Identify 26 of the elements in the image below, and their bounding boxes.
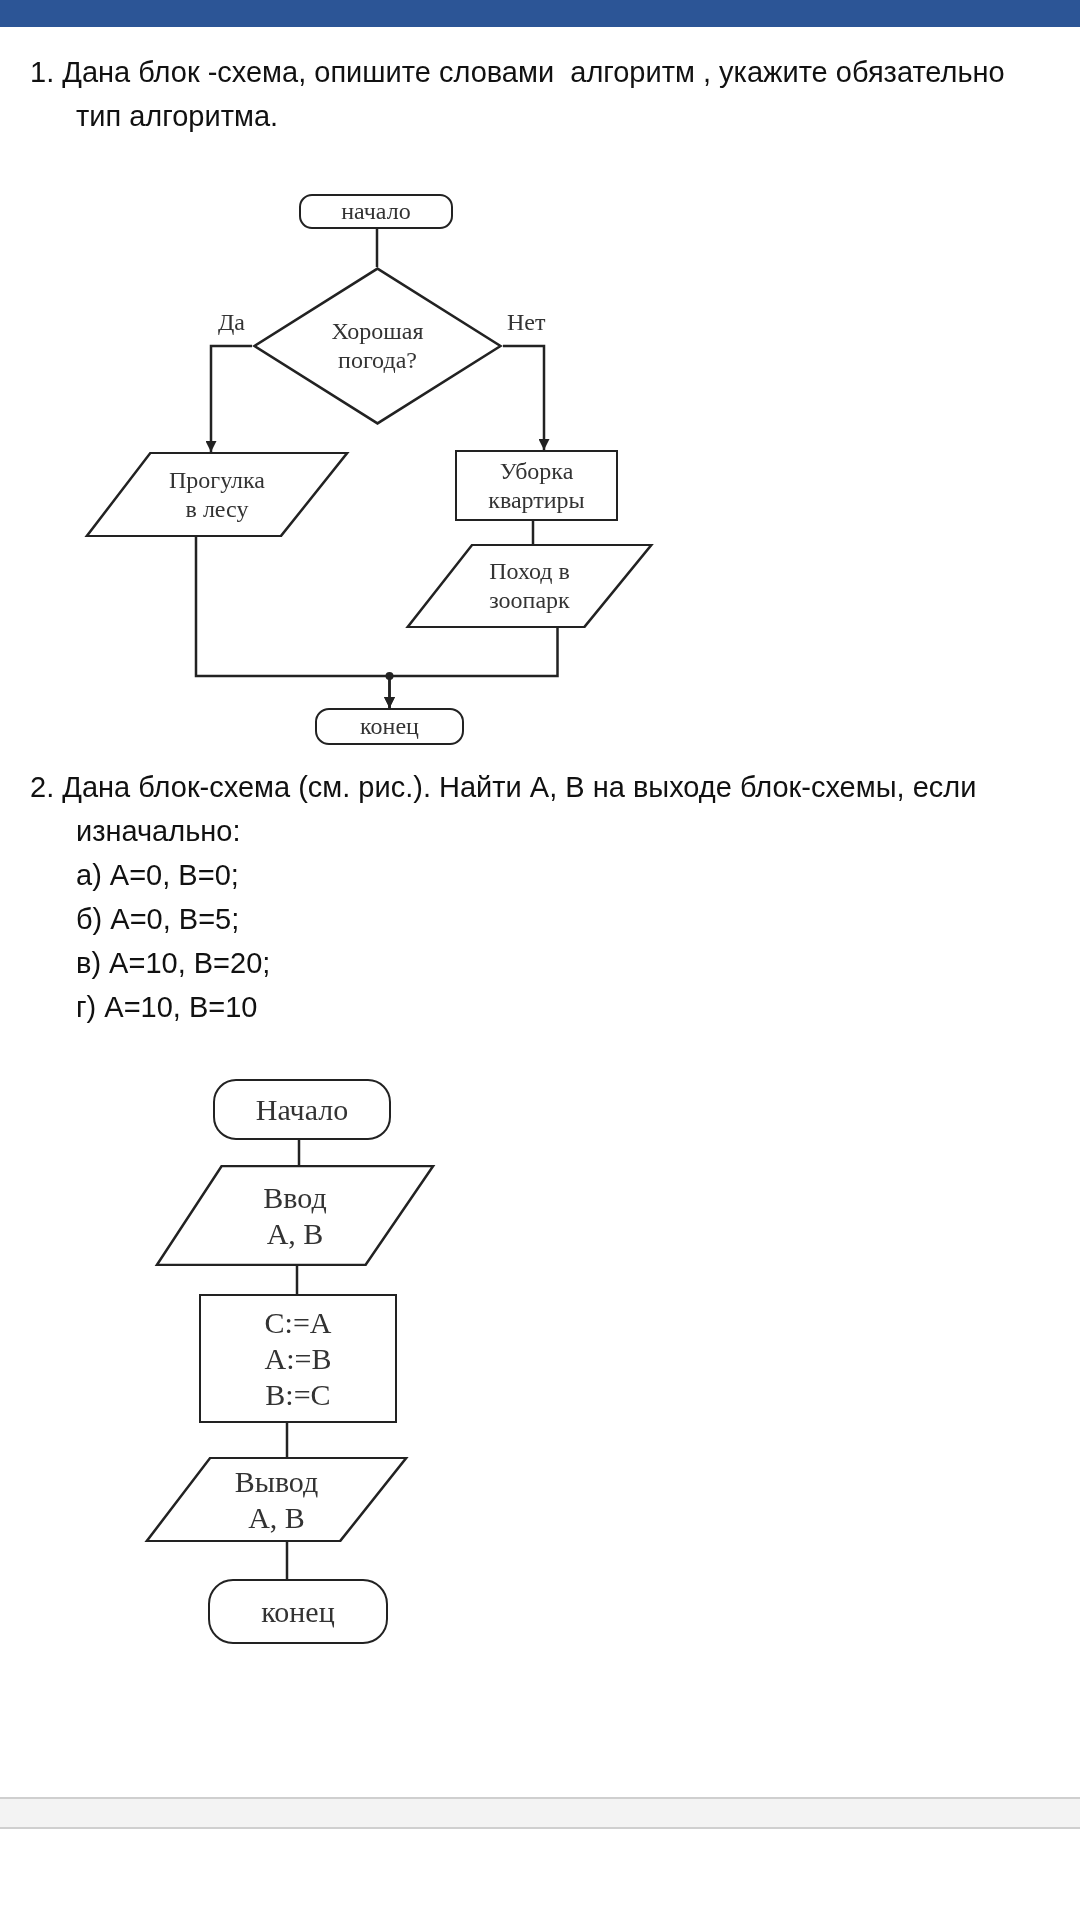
terminal-box: конец: [315, 708, 464, 745]
connector-line: [375, 229, 379, 267]
connector-line: [285, 1542, 289, 1579]
connector-line: [297, 1140, 301, 1165]
io-parallelogram: Поход в зоопарк: [405, 544, 654, 628]
arrow: [384, 628, 559, 708]
answer-option: г) А=10, В=10: [76, 985, 676, 1029]
answer-option: а) А=0, В=0;: [76, 853, 676, 897]
process-box: Уборка квартиры: [455, 450, 618, 521]
answer-option: в) А=10, В=20;: [76, 941, 676, 985]
question-text: 1. Дана блок -схема, опишите словами алгоритм , укажите обязательно тип алгоритма.: [30, 55, 1006, 134]
terminal-box: Начало: [213, 1079, 391, 1140]
connector-line: [295, 1266, 299, 1294]
io-parallelogram: Ввод A, B: [154, 1165, 436, 1266]
terminal-box: начало: [299, 194, 453, 229]
decision-diamond: Хорошая погода?: [252, 267, 503, 425]
connector-line: [285, 1423, 289, 1457]
terminal-box: конец: [208, 1579, 388, 1644]
connector-line: [531, 521, 535, 544]
io-parallelogram: Прогулка в лесу: [84, 452, 350, 537]
process-box: C:=A A:=B B:=C: [199, 1294, 397, 1423]
question-text: 2. Дана блок-схема (см. рис.). Найти А, В на выходе блок-схемы, если изначально:: [30, 770, 978, 849]
arrow: [205, 344, 252, 452]
arrow: [503, 344, 550, 450]
answer-option: б) А=0, В=5;: [76, 897, 676, 941]
io-parallelogram: Вывод A, B: [144, 1457, 409, 1542]
